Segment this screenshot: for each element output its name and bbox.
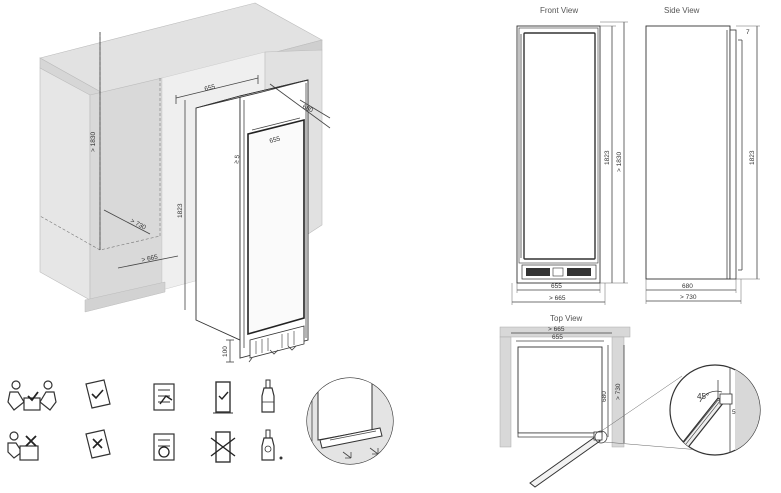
front-niche-width-label: > 665 bbox=[549, 295, 566, 302]
appliance-top bbox=[195, 79, 309, 109]
open-door bbox=[529, 436, 601, 488]
bottle-upright-icon bbox=[261, 379, 275, 413]
iso-plinth-label: 100 bbox=[222, 346, 229, 357]
base-vent-grille bbox=[248, 325, 305, 363]
checklist-no-icon bbox=[153, 433, 175, 461]
two-person-lift-ok-icon bbox=[7, 380, 57, 411]
top-niche-depth-label: > 730 bbox=[615, 383, 622, 400]
appliance-door-glass bbox=[247, 118, 305, 336]
iso-width-label: 655 bbox=[204, 83, 217, 93]
front-top-gap-label: 7 bbox=[746, 29, 750, 36]
floor-base bbox=[84, 281, 166, 313]
checklist-manual-icon bbox=[153, 383, 175, 411]
two-person-lift-no-icon bbox=[7, 431, 39, 461]
iso-depth-label: 680 bbox=[301, 103, 314, 114]
front-view: Front View 1823 > 1830 655 > 665 bbox=[511, 6, 628, 305]
manual-no-icon bbox=[85, 429, 111, 459]
handling-icons bbox=[7, 379, 283, 463]
bottle-no-icon bbox=[261, 429, 283, 461]
front-niche-height-label: > 1830 bbox=[616, 152, 623, 172]
isometric-installation-view: 655 680 > 1830 > 730 > 665 1823 655 ≥ 5 … bbox=[39, 2, 331, 363]
front-vent-grille bbox=[521, 264, 597, 280]
left-cabinet-side bbox=[39, 67, 91, 301]
upright-unit-ok-icon bbox=[213, 381, 233, 414]
side-height-label: 1823 bbox=[749, 150, 756, 165]
hinge-detail: 45° 5 bbox=[669, 364, 761, 456]
left-cabinet-front bbox=[89, 77, 163, 309]
hinge-gap-label: 5 bbox=[732, 409, 736, 416]
front-width-label: 655 bbox=[551, 283, 562, 290]
read-manual-ok-icon bbox=[85, 379, 111, 409]
iso-top-gap-label: ≥ 5 bbox=[233, 154, 242, 164]
top-view: Top View > 665 655 680 > 730 bbox=[499, 314, 701, 488]
iso-niche-height-label: > 1830 bbox=[90, 132, 97, 152]
iso-niche-width-label: > 665 bbox=[141, 254, 159, 264]
side-depth-label: 680 bbox=[682, 283, 693, 290]
top-niche-width-label: > 665 bbox=[548, 326, 565, 333]
iso-body-height-label: 1823 bbox=[177, 203, 184, 218]
top-width-label: 655 bbox=[552, 334, 563, 341]
side-view-title: Side View bbox=[664, 6, 700, 15]
side-view: Side View 1823 680 > 730 7 bbox=[645, 6, 760, 304]
unit-no-icon bbox=[210, 431, 236, 463]
appliance-side bbox=[195, 95, 241, 341]
top-view-title: Top View bbox=[550, 314, 583, 323]
base-vent-detail bbox=[306, 377, 394, 465]
front-height-label: 1823 bbox=[604, 150, 611, 165]
side-niche-depth-label: > 730 bbox=[680, 294, 697, 301]
iso-door-width-label: 655 bbox=[269, 135, 282, 145]
door-angle-label: 45° bbox=[697, 392, 709, 401]
front-view-title: Front View bbox=[540, 6, 578, 15]
top-depth-label: 680 bbox=[601, 391, 608, 402]
